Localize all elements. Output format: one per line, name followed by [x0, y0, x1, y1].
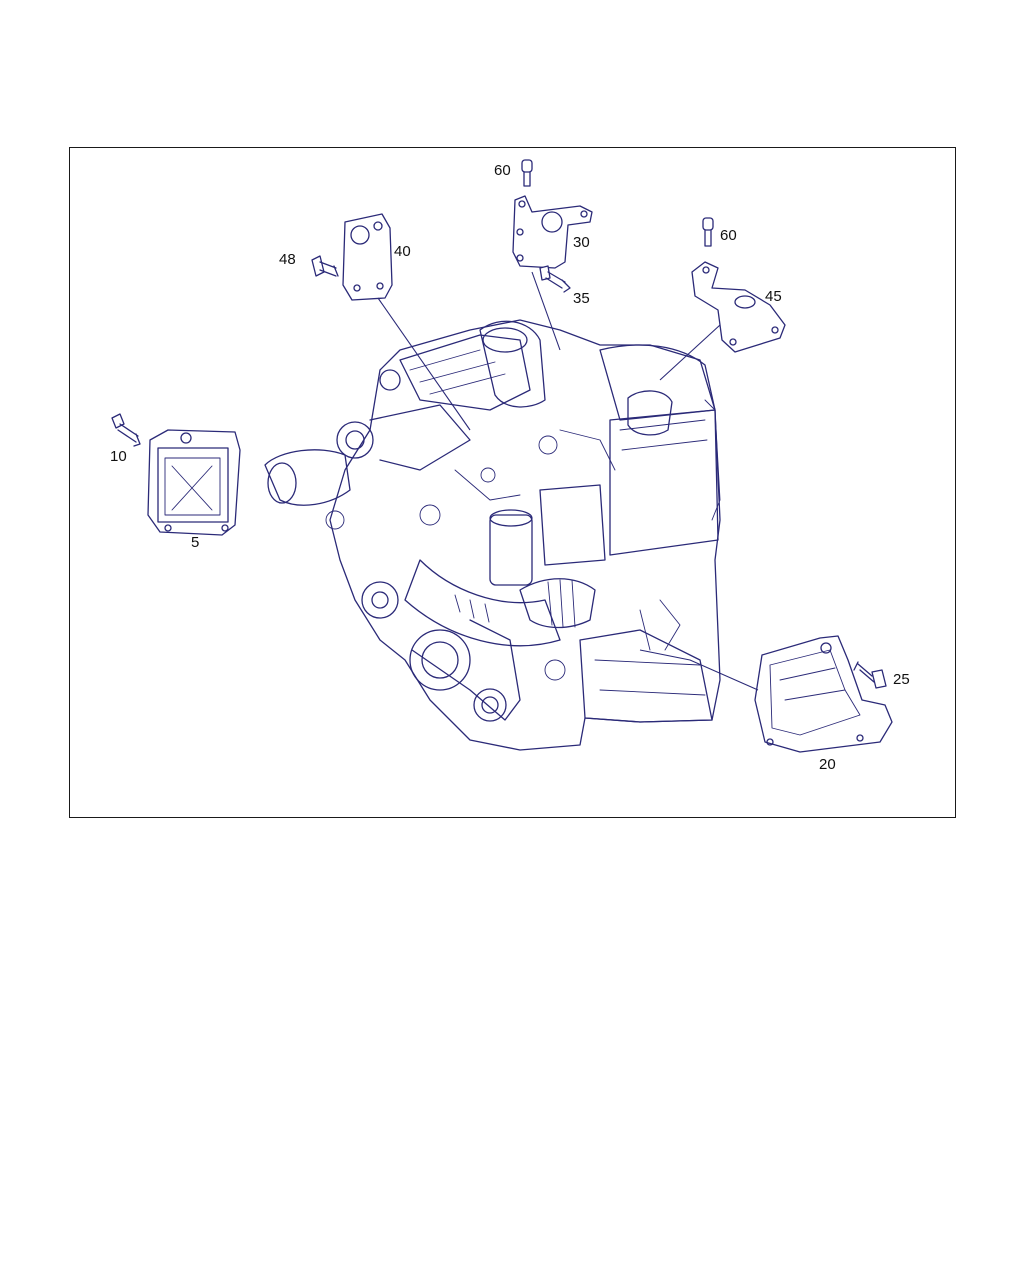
callout-5: 5	[191, 534, 199, 551]
callout-25: 25	[893, 671, 910, 688]
callout-60-top: 60	[494, 162, 511, 179]
part-10-bolt	[111, 413, 141, 447]
callout-20: 20	[819, 756, 836, 773]
part-20-engine-mount-right	[754, 635, 893, 753]
part-25-bolt	[853, 661, 887, 689]
part-60-stud-right	[702, 217, 714, 247]
leader-lines	[377, 271, 759, 691]
callout-10: 10	[110, 448, 127, 465]
part-48-bolt	[311, 255, 339, 277]
engine-assembly	[264, 319, 721, 751]
part-40-bracket-plate	[342, 213, 393, 301]
part-60-stud-top	[521, 159, 533, 187]
callout-35: 35	[573, 290, 590, 307]
part-45-bracket	[691, 261, 786, 353]
callout-40: 40	[394, 243, 411, 260]
callout-60-right: 60	[720, 227, 737, 244]
callout-48: 48	[279, 251, 296, 268]
part-5-engine-mount-bracket	[147, 429, 241, 536]
part-35-bolt	[539, 265, 571, 293]
part-30-bracket	[512, 195, 593, 269]
callout-45: 45	[765, 288, 782, 305]
callout-30: 30	[573, 234, 590, 251]
